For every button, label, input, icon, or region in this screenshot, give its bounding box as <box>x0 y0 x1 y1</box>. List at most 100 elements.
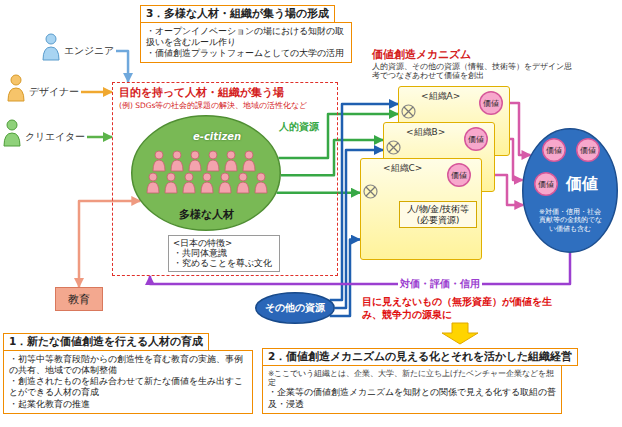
person-head <box>173 151 181 159</box>
value-circle: 価値 <box>447 163 471 187</box>
person-head <box>221 173 229 181</box>
resource-box: 人/物/金/技術等(必要資源) <box>399 201 477 228</box>
gathering-area: 目的を持って人材・組織が集う場(例) SDGs等の社会的課題の解決、地域の活性化… <box>112 82 338 276</box>
person-body <box>189 160 201 171</box>
symbol-cross <box>389 143 398 152</box>
icon-head <box>46 34 56 44</box>
icon-body <box>43 47 59 60</box>
person-head <box>257 173 265 181</box>
person-body <box>243 160 255 171</box>
role-label: クリエイター <box>23 130 87 144</box>
organization-card: <組織C> 価値人/物/金/技術等(必要資源) <box>360 158 482 260</box>
ellipse-shape <box>256 293 335 324</box>
node-text: 多様な人材 <box>131 207 281 222</box>
down-arrow <box>442 323 478 344</box>
person-body <box>219 182 231 193</box>
person-head <box>209 151 217 159</box>
ellipse-shape <box>523 129 618 253</box>
people-illustration <box>147 151 267 193</box>
policy-panel: 1．新たな価値創造を行える人材の育成・初等中等教育段階からの創造性を育む教育の実… <box>3 330 253 414</box>
policy-panel: 2．価値創造メカニズムの見える化とそれを活かした組織経営※ここでいう組織とは、企… <box>262 345 562 414</box>
node-text: 価値 <box>546 145 562 156</box>
node-text: ※対価・信用・社会貢献等の金銭的でない価値も含む <box>538 208 602 233</box>
education-box: 教育 <box>55 287 103 311</box>
node-text: <日本の特徴> <box>173 238 275 248</box>
node-text: 価値 <box>483 98 499 109</box>
ellipse-shape <box>543 139 566 162</box>
node-text: エンジニア <box>62 44 116 58</box>
panel-body: ※ここでいう組織とは、企業、大学、新たに立ち上げたベンチャー企業などを想定・企業… <box>262 365 562 414</box>
person-head <box>149 173 157 181</box>
icon-body <box>4 133 20 146</box>
designer-icon <box>8 75 24 101</box>
ellipse-shape <box>535 173 558 196</box>
value-circle: 価値 <box>464 127 488 151</box>
role-label: エンジニア <box>62 44 116 58</box>
panel-heading: 1．新たな価値創造を行える人材の育成 <box>3 333 209 351</box>
value-circle: 価値 <box>542 138 566 162</box>
node-text: ・オープンイノベーションの場における知財の取扱いを含むルール作り <box>146 26 346 49</box>
person-head <box>185 173 193 181</box>
talent-circle: e-citizen多様な人材 <box>131 115 281 231</box>
ellipse-shape <box>577 139 600 162</box>
edge-label: 人的資源 <box>277 120 321 134</box>
node-text: ・企業等の価値創造メカニズムを知財との関係で見える化する取組の普及・浸透 <box>268 387 556 410</box>
person-head <box>167 173 175 181</box>
node-text: 価値 <box>451 170 467 181</box>
symbol-cross <box>366 187 375 196</box>
symbol-circle <box>387 141 400 154</box>
person-body <box>225 160 237 171</box>
symbol-cross <box>404 107 413 116</box>
flow-arrow <box>330 240 360 316</box>
flow-arrow <box>81 91 112 94</box>
node-text: (例) SDGs等の社会的課題の解決、地域の活性化など <box>119 101 333 110</box>
combine-symbol <box>363 184 378 199</box>
engineer-icon <box>43 34 59 60</box>
value-circle: 価値 <box>576 138 600 162</box>
value-circle: 価値 <box>534 172 558 196</box>
node-text: 目的を持って人材・組織が集う場 <box>119 86 284 100</box>
combine-symbol <box>401 104 416 119</box>
value-ellipse: 価値※対価・信用・社会貢献等の金銭的でない価値も含む価値価値価値 <box>522 128 618 253</box>
node-text: 価値 <box>566 174 598 195</box>
node-text: <組織A> <box>421 90 460 103</box>
person-body <box>183 182 195 193</box>
node-text: 価値 <box>538 179 554 190</box>
resource-ellipse: その他の資源 <box>255 292 335 324</box>
person-head <box>203 173 211 181</box>
node-text: 人/物/金/技術等 <box>402 204 474 215</box>
node-text: ・初等中等教育段階からの創造性を育む教育の実施、事例の共有、地域での体制整備 <box>9 354 247 377</box>
role-label: デザイナー <box>27 85 81 99</box>
panel-heading: 3．多様な人材・組織が集う場の形成 <box>140 5 335 23</box>
node-text: <組織B> <box>406 126 445 139</box>
node-text: <組織C> <box>383 162 422 175</box>
person-body <box>171 160 183 171</box>
ellipse-shape <box>448 164 471 187</box>
ellipse-shape <box>465 128 488 151</box>
node-text: 価値 <box>468 134 484 145</box>
person-body <box>147 182 159 193</box>
icon-body <box>8 88 24 101</box>
flow-arrow <box>79 201 140 287</box>
combine-symbol <box>386 140 401 155</box>
flow-arrow <box>87 136 112 139</box>
node-text: デザイナー <box>27 85 81 99</box>
section-heading: 価値創造メカニズム <box>372 47 471 62</box>
creator-icon <box>4 120 20 146</box>
node-text: ・究めることを尊ぶ文化 <box>173 258 275 268</box>
person-body <box>237 182 249 193</box>
person-body <box>207 160 219 171</box>
person-body <box>201 182 213 193</box>
person-body <box>165 182 177 193</box>
flow-arrow <box>116 51 128 82</box>
key-message: 目に見えないもの（無形資産）が価値を生み、競争力の源泉に <box>362 296 562 321</box>
panel-heading: 2．価値創造メカニズムの見える化とそれを活かした組織経営 <box>262 348 578 366</box>
person-head <box>239 173 247 181</box>
person-body <box>153 160 165 171</box>
node-text: 価値 <box>580 145 596 156</box>
node-text: ・起業化教育の推進 <box>9 399 247 410</box>
node-text: ・価値創造プラットフォームとしての大学の活用 <box>146 48 346 59</box>
flow-arrow <box>277 191 360 194</box>
policy-panel: 3．多様な人材・組織が集う場の形成・オープンイノベーションの場における知財の取扱… <box>140 2 352 63</box>
